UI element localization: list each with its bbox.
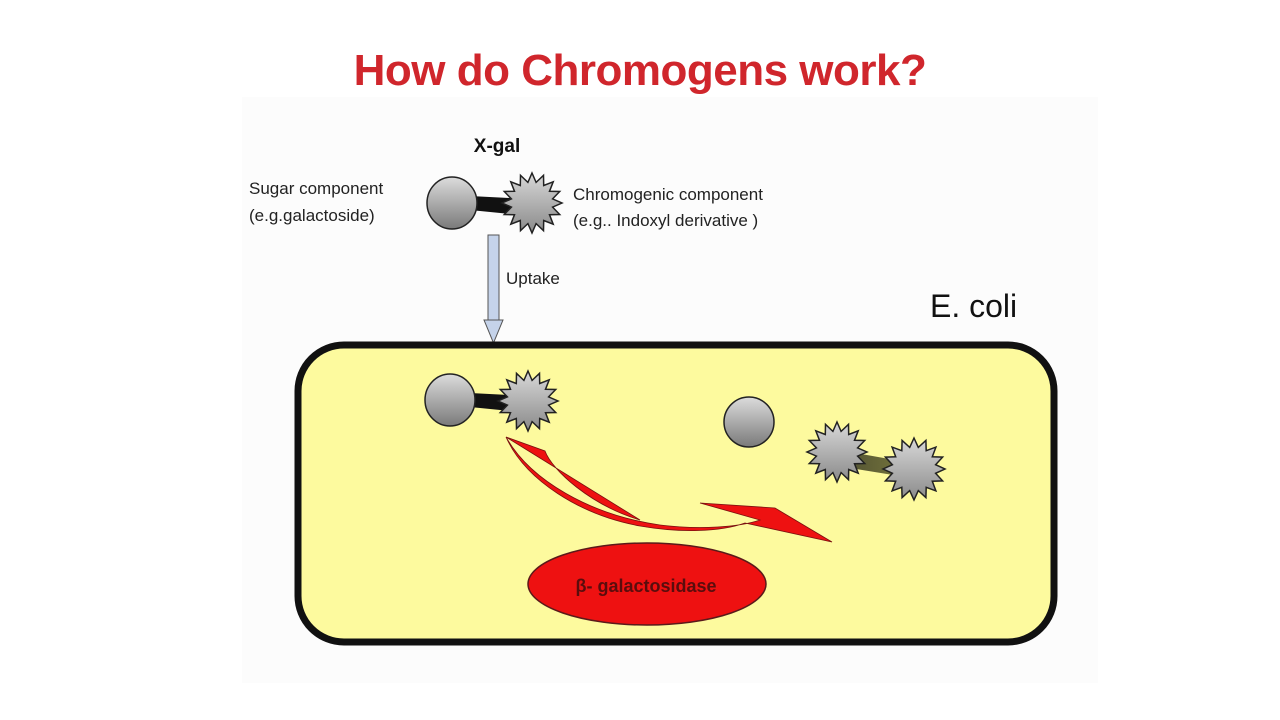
reaction-arrow-icon [505,436,833,543]
ecoli-label: E. coli [930,288,1017,324]
enzyme-label: β- galactosidase [575,576,716,596]
sugar-ball-icon [424,373,476,427]
sugar-ball-icon [426,176,478,230]
uptake-label: Uptake [506,269,560,288]
page-title: How do Chromogens work? [353,46,927,95]
sugar-label-line2: (e.g.galactoside) [249,206,375,225]
enzyme-ellipse [527,542,767,626]
xgal-molecule-inside [424,369,560,433]
chromogen-dimer [805,420,947,502]
chromogen-star-icon [805,420,869,484]
chromogen-label-line2: (e.g.. Indoxyl derivative ) [573,211,758,230]
xgal-label: X-gal [474,136,520,157]
glycosidic-bond [470,196,510,214]
chromogen-star-icon [881,436,947,502]
uptake-arrow-icon [483,234,504,345]
chromogen-label-line1: Chromogenic component [573,185,763,204]
chromogen-star-icon [496,369,560,433]
released-sugar-ball-icon [723,396,775,448]
sugar-label-line1: Sugar component [249,179,383,198]
chromogen-star-icon [500,171,564,235]
xgal-molecule-top [426,171,564,235]
ecoli-cell [294,341,1058,646]
